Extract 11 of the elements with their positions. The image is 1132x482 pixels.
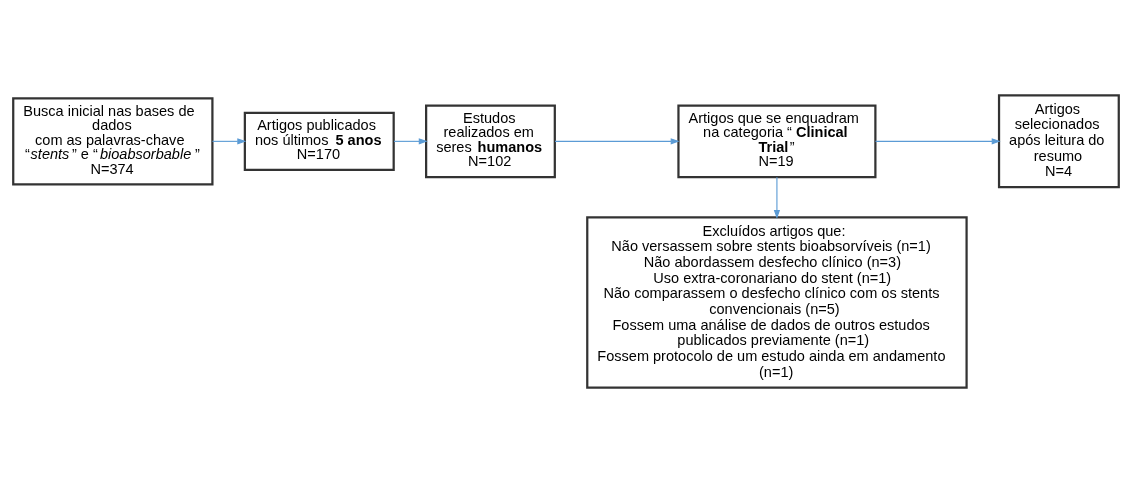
node-box: Busca inicial nas bases de dados com as palavras-chave “stents” e “bioabsorbable” N=374	[12, 96, 214, 186]
node-box: Excluídos artigos que: Não versassem sobre stents bioabsorvíveis (n=1) Não abordassem desfecho clínico (n=3) Uso extra-coronariano do stent (n=1) Não comparassem o desfecho clínico com os stents convencionais (n=5) Fossem uma análise de dados de outros estudos publicados previamente (n=1) Fossem protocolo de um estudo ainda em andamento (n=1)	[586, 215, 968, 389]
arrow	[211, 137, 247, 144]
arrow	[874, 137, 1001, 144]
node-box: Artigos que se enquadram na categoria “Clinical Trial” N=19	[677, 103, 877, 178]
node-box: Artigos publicados nos últimos 5 anos N=170	[243, 111, 395, 171]
node-box: Artigos selecionados após leitura do resumo N=4	[997, 93, 1120, 188]
arrow	[393, 137, 428, 144]
arrow	[773, 176, 781, 219]
node-box: Estudos realizados em seres humanos N=102	[425, 103, 556, 178]
arrow	[554, 137, 680, 144]
